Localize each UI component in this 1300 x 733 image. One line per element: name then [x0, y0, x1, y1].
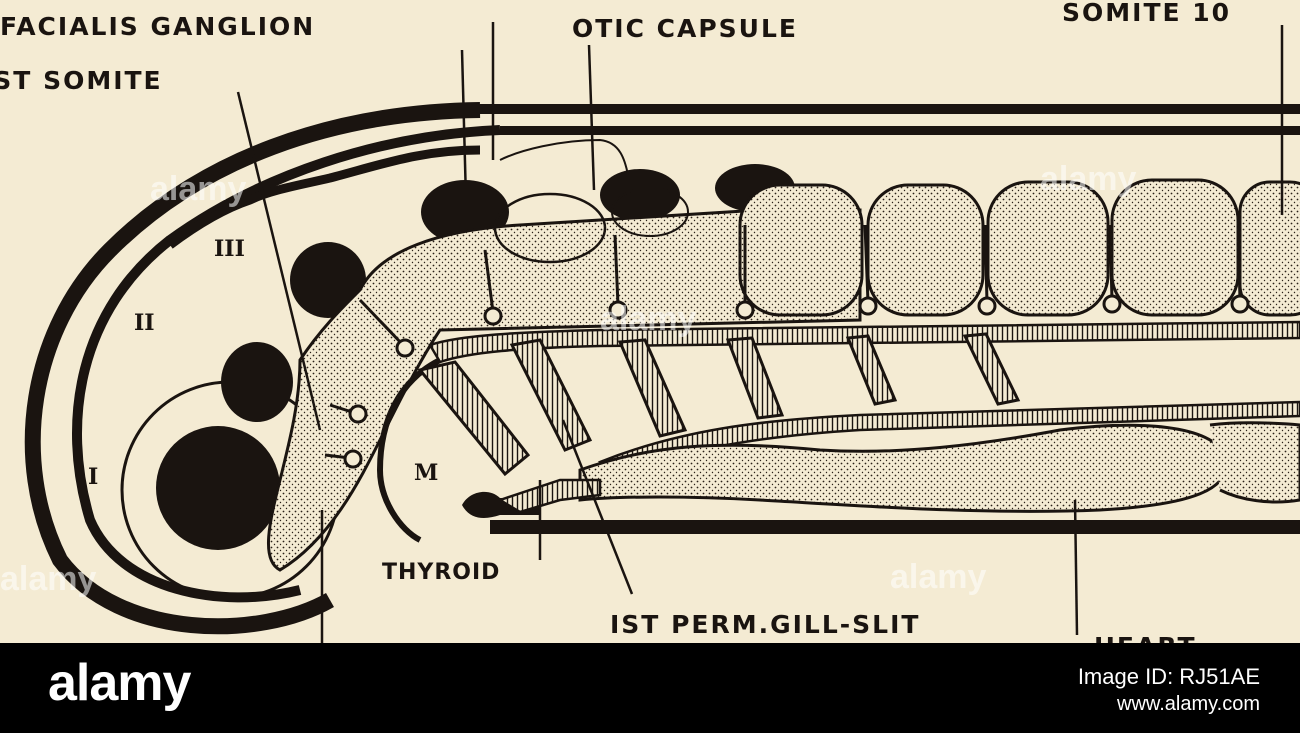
- watermark: alamy: [0, 560, 97, 598]
- otic-vesicle: [611, 187, 689, 237]
- diagram-drawing: [24, 22, 1300, 643]
- label-heart: HEART: [1094, 634, 1197, 643]
- somite: [986, 180, 1110, 317]
- somite-10: [1238, 180, 1300, 317]
- gill-slit: [617, 338, 688, 438]
- image-id: Image ID: RJ51AE: [1077, 664, 1260, 689]
- ganglion-2: [290, 242, 366, 318]
- watermark: alamy: [600, 300, 697, 338]
- watermark: alamy: [1040, 160, 1137, 198]
- otic-capsule: [493, 192, 607, 264]
- somite: [738, 183, 864, 317]
- ventral-band: [490, 520, 1300, 534]
- label-facialis-ganglion: FACIALIS GANGLION: [0, 12, 316, 41]
- ganglion-4: [600, 169, 680, 221]
- gill-slit: [417, 360, 531, 477]
- label-first-perm-gill-slit: IST PERM.GILL-SLIT: [610, 610, 921, 639]
- head-outline-outer: [24, 102, 481, 635]
- somite: [1110, 178, 1240, 317]
- watermark: alamy: [150, 170, 247, 208]
- otic-strokes: [499, 138, 629, 176]
- label-otic-capsule: OTIC CAPSULE: [572, 14, 798, 43]
- gill-slits: [417, 332, 1021, 477]
- thyroid-rudiment: [497, 478, 602, 514]
- somite-stalks: [324, 224, 1250, 469]
- gill-slit: [962, 332, 1021, 406]
- embryo-diagram: FACIALIS GANGLION OTIC CAPSULE SOMITE 10…: [0, 0, 1300, 643]
- label-somite-10: SOMITE 10: [1062, 0, 1232, 27]
- dorsal-band-outer: [470, 104, 1300, 114]
- label-roman-ii: II: [134, 310, 155, 336]
- heart-posterior: [1209, 421, 1300, 504]
- site-url: www.alamy.com: [1117, 693, 1260, 715]
- footer-bar: alamy Image ID: RJ51AE www.alamy.com: [0, 643, 1300, 733]
- label-roman-i: I: [88, 464, 99, 490]
- ganglion-1: [221, 342, 293, 422]
- gill-slit: [725, 336, 785, 420]
- dorsal-band-inner: [500, 126, 1300, 135]
- eye-lens: [156, 426, 280, 550]
- somite: [866, 183, 985, 317]
- somite-row: [738, 178, 1300, 317]
- footer-meta: Image ID: RJ51AE www.alamy.com: [1078, 663, 1260, 717]
- brain-outline: [72, 125, 501, 603]
- watermark: alamy: [890, 558, 987, 596]
- label-roman-iii: III: [214, 236, 245, 262]
- first-perm-gill-slit: [509, 338, 593, 452]
- label-m: M: [414, 460, 439, 486]
- pharynx-wall: [376, 357, 442, 543]
- gill-slit: [845, 334, 898, 406]
- neural-tube: [167, 145, 481, 249]
- head-mesoderm: [267, 208, 862, 572]
- label-first-somite: IST SOMITE: [0, 66, 163, 95]
- label-thyroid: THYROID: [382, 560, 501, 585]
- leader-lines: [236, 22, 1284, 643]
- alamy-logo: alamy: [48, 654, 191, 712]
